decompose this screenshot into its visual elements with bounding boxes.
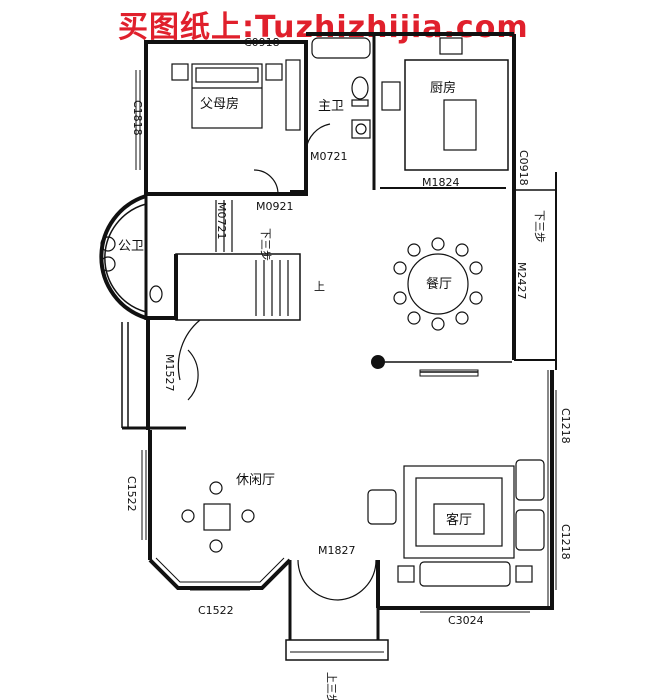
label-m0921: M0921 bbox=[256, 200, 294, 213]
label-m1527: M1527 bbox=[163, 354, 176, 392]
room-living-room: 客厅 bbox=[446, 512, 472, 528]
structural-column bbox=[371, 355, 385, 369]
label-up-stair: 上 bbox=[314, 280, 325, 293]
label-c1218-a: C1218 bbox=[559, 408, 572, 444]
label-c1522-left: C1522 bbox=[125, 476, 138, 512]
label-down-stair-1: 下三步 bbox=[259, 228, 272, 261]
windows bbox=[135, 70, 557, 613]
room-leisure-hall: 休闲厅 bbox=[236, 473, 275, 488]
room-public-bath: 公卫 bbox=[118, 239, 144, 254]
label-m1824: M1824 bbox=[422, 176, 460, 189]
label-m1827: M1827 bbox=[318, 544, 356, 557]
label-c0918-top: C0918 bbox=[244, 36, 280, 49]
label-m2427: M2427 bbox=[515, 262, 528, 300]
label-m0721-b: M0721 bbox=[215, 202, 228, 240]
dining-chairs bbox=[393, 237, 483, 331]
label-c0918-right: C0918 bbox=[517, 150, 530, 186]
room-parents-room: 父母房 bbox=[200, 96, 239, 112]
label-up-step-bottom: 上三步 bbox=[325, 672, 338, 700]
watermark-text: 买图纸上:Tuzhizhijia.com bbox=[118, 10, 529, 45]
label-c1818: C1818 bbox=[131, 100, 144, 136]
label-c3024: C3024 bbox=[448, 614, 484, 627]
room-master-bath: 主卫 bbox=[318, 99, 344, 114]
fixtures bbox=[100, 37, 545, 601]
room-dining: 餐厅 bbox=[426, 276, 452, 292]
label-m0721: M0721 bbox=[310, 150, 348, 163]
room-kitchen: 厨房 bbox=[430, 80, 456, 96]
label-down-stair-2: 下三步 bbox=[533, 210, 546, 243]
label-c1218-b: C1218 bbox=[559, 524, 572, 560]
walls bbox=[99, 32, 557, 661]
label-c1522-bottom: C1522 bbox=[198, 604, 234, 617]
